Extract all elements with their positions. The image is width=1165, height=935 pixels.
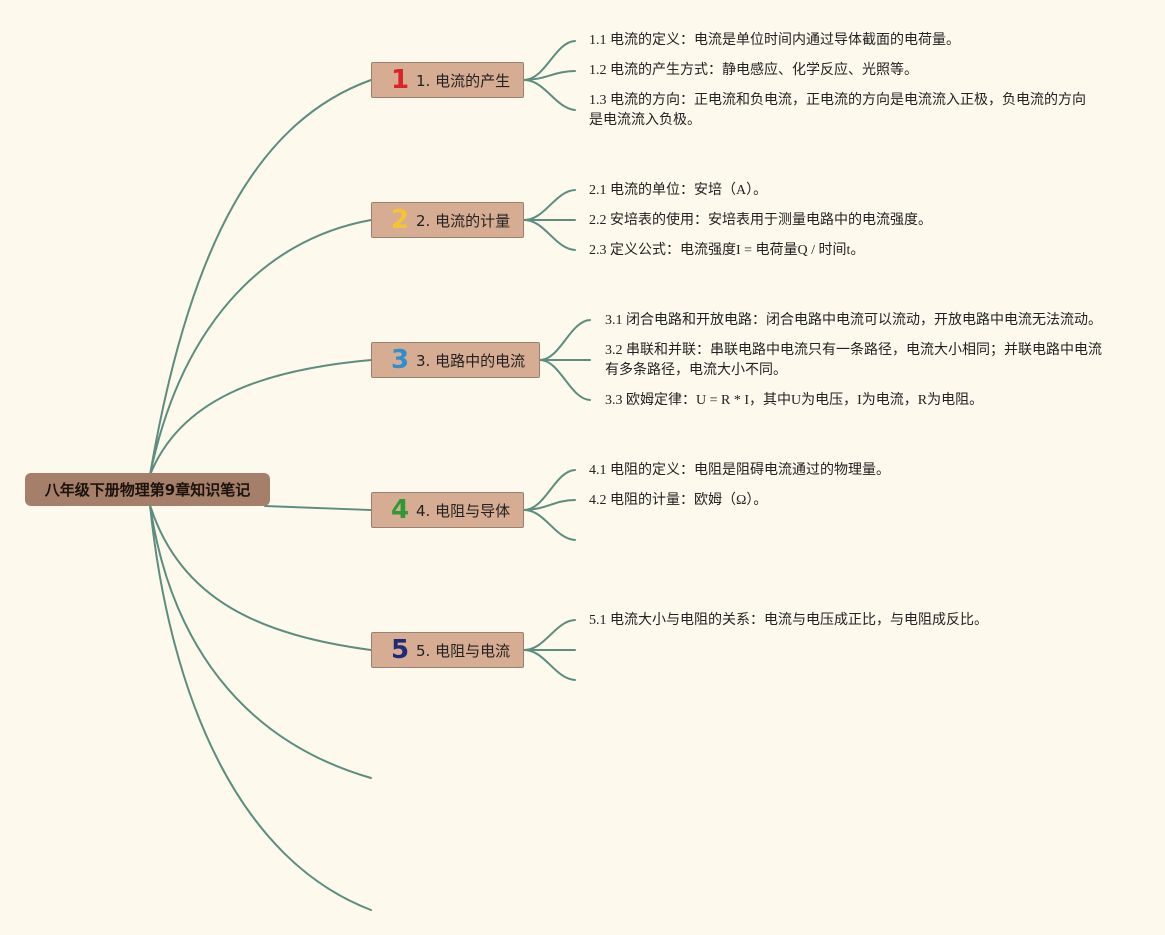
leaf-5-1[interactable]: 5.1 电流大小与电阻的关系：电流与电压成正比，与电阻成反比。 <box>589 613 988 628</box>
branch-node-1[interactable]: 1 1. 电流的产生 <box>371 62 524 98</box>
leaf-4-1[interactable]: 4.1 电阻的定义：电阻是阻碍电流通过的物理量。 <box>589 463 890 478</box>
number-4-icon: 4 <box>390 495 410 525</box>
branch-label: 3. 电路中的电流 <box>416 351 526 370</box>
link-b1-leaf-1 <box>523 40 576 81</box>
link-root-empty-6 <box>149 504 372 779</box>
branch-node-3[interactable]: 3 3. 电路中的电流 <box>371 342 540 378</box>
branch-label: 4. 电阻与导体 <box>416 501 511 520</box>
leaf-3-1[interactable]: 3.1 闭合电路和开放电路：闭合电路中电流可以流动，开放电路中电流无法流动。 <box>605 313 1102 328</box>
root-title: 八年级下册物理第9章知识笔记 <box>44 481 251 499</box>
leaf-2-2[interactable]: 2.2 安培表的使用：安培表用于测量电路中的电流强度。 <box>589 213 932 228</box>
branch-label: 1. 电流的产生 <box>416 71 511 90</box>
link-b5-leaf-1 <box>523 619 576 651</box>
link-root-branch-4 <box>264 505 372 511</box>
leaf-4-2[interactable]: 4.2 电阻的计量：欧姆（Ω）。 <box>589 493 768 508</box>
link-root-branch-5 <box>149 504 372 651</box>
leaf-1-1[interactable]: 1.1 电流的定义：电流是单位时间内通过导体截面的电荷量。 <box>589 33 960 48</box>
number-2-icon: 2 <box>390 205 410 235</box>
number-1-icon: 1 <box>390 65 410 95</box>
branch-label: 5. 电阻与电流 <box>416 641 511 660</box>
leaf-1-2[interactable]: 1.2 电流的产生方式：静电感应、化学反应、光照等。 <box>589 63 918 78</box>
link-b3-leaf-1 <box>539 319 591 361</box>
branch-node-5[interactable]: 5 5. 电阻与电流 <box>371 632 524 668</box>
branch-node-2[interactable]: 2 2. 电流的计量 <box>371 202 524 238</box>
number-5-icon: 5 <box>390 635 410 665</box>
branch-node-4[interactable]: 4 4. 电阻与导体 <box>371 492 524 528</box>
link-root-branch-3 <box>149 359 372 476</box>
branch-label: 2. 电流的计量 <box>416 211 511 230</box>
leaf-1-3[interactable]: 1.3 电流的方向：正电流和负电流，正电流的方向是电流流入正极，负电流的方向是电… <box>589 93 1086 128</box>
number-3-icon: 3 <box>390 345 410 375</box>
link-b1-leaf-3 <box>523 79 576 111</box>
leaf-2-1[interactable]: 2.1 电流的单位：安培（A）。 <box>589 183 768 198</box>
link-b4-leaf-1 <box>523 469 576 511</box>
link-b5-empty-3 <box>523 649 576 681</box>
leaf-3-2[interactable]: 3.2 串联和并联：串联电路中电流只有一条路径，电流大小相同；并联电路中电流有多… <box>605 343 1102 378</box>
leaf-2-3[interactable]: 2.3 定义公式：电流强度I = 电荷量Q / 时间t。 <box>589 243 865 258</box>
link-b2-leaf-3 <box>523 219 576 251</box>
link-b3-leaf-3 <box>539 359 591 401</box>
link-root-branch-2 <box>149 219 372 476</box>
leaf-3-3[interactable]: 3.3 欧姆定律：U = R * I，其中U为电压，I为电流，R为电阻。 <box>605 393 984 408</box>
link-root-empty-7 <box>149 504 372 911</box>
link-root-branch-1 <box>149 79 372 476</box>
link-b4-empty-3 <box>523 509 576 541</box>
root-node[interactable]: 八年级下册物理第9章知识笔记 <box>25 473 270 506</box>
link-b1-leaf-2 <box>523 70 576 81</box>
link-b2-leaf-1 <box>523 189 576 221</box>
link-b4-leaf-2 <box>523 499 576 511</box>
